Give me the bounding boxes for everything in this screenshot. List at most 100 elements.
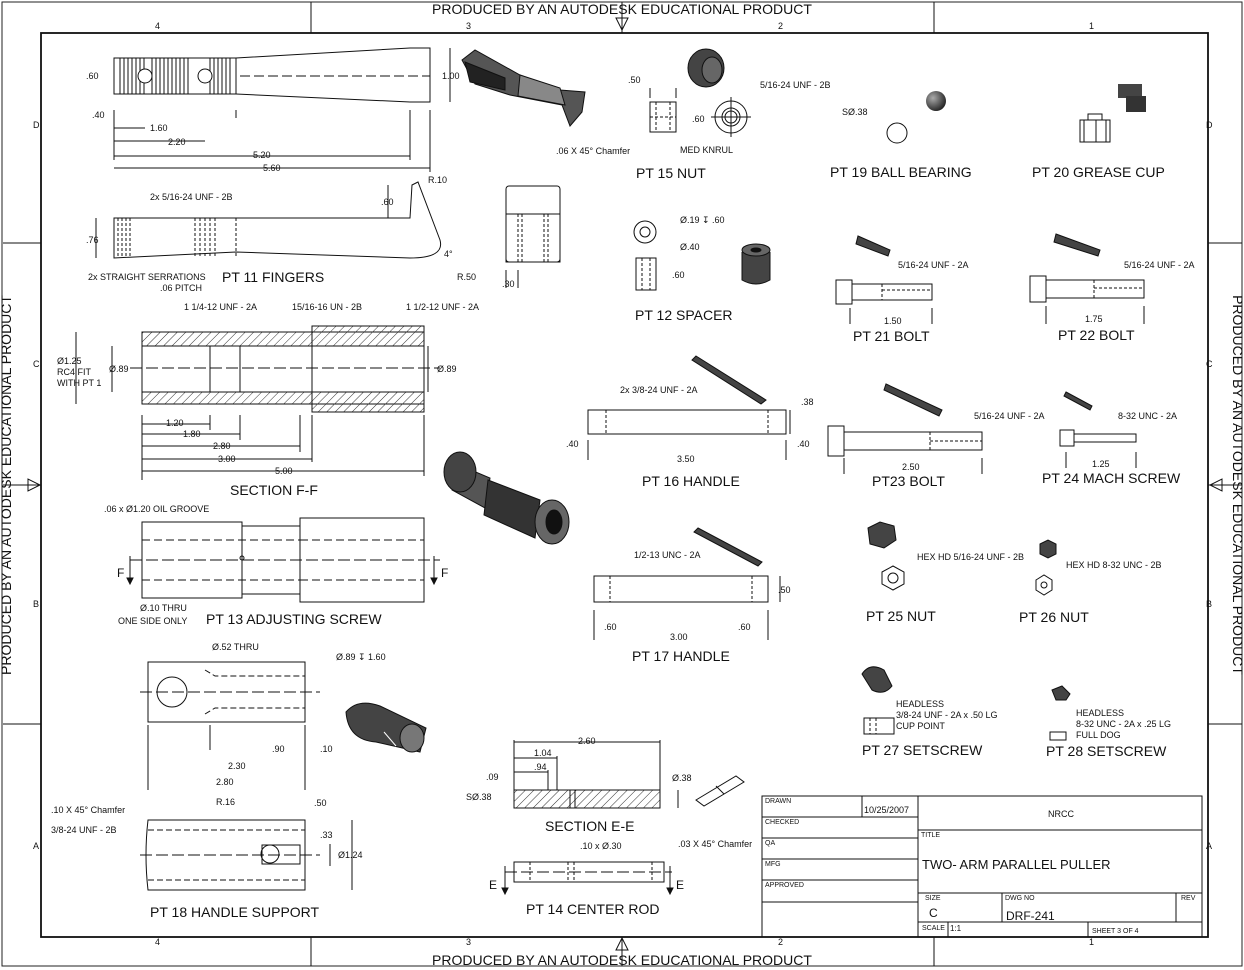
zone-col-top-1: 1 (1089, 21, 1094, 31)
dim-text: 3/8-24 UNF - 2A x .50 LG (896, 710, 998, 720)
dim-text: .60 (692, 114, 705, 124)
zone-row-left-A: A (33, 841, 39, 851)
dim-text: HEX HD 8-32 UNC - 2B (1066, 560, 1162, 570)
zone-row-right-A: A (1206, 841, 1212, 851)
section-marker: E (676, 878, 684, 892)
dim-text: 5.60 (263, 163, 281, 173)
dim-text: .10 X 45° Chamfer (51, 805, 125, 815)
dwg-number: DRF-241 (1006, 909, 1055, 923)
section-ff-label: SECTION F-F (230, 482, 318, 498)
dim-text: 3.50 (677, 454, 695, 464)
pt15-label: PT 15 NUT (636, 165, 706, 181)
zone-row-right-C: C (1206, 359, 1213, 369)
pt11-end-view (505, 185, 561, 288)
checked-label: CHECKED (765, 819, 799, 826)
pt17-handle-view (593, 527, 781, 640)
pt19-ball-iso (926, 91, 946, 111)
pt12-label: PT 12 SPACER (635, 307, 733, 323)
pt13-adjusting-screw-view (126, 517, 440, 603)
pt24-screw-view (1059, 391, 1137, 468)
dim-text: 1.20 (166, 418, 184, 428)
title-block (761, 795, 1203, 938)
dim-text: .38 (801, 397, 814, 407)
dim-text: Ø.89 (109, 364, 129, 374)
title-label: TITLE (921, 832, 940, 839)
dim-text: FULL DOG (1076, 730, 1121, 740)
zone-row-right-D: D (1206, 120, 1213, 130)
dim-text: 2x 5/16-24 UNF - 2B (150, 192, 233, 202)
dim-text: 1.50 (884, 316, 902, 326)
pt25-label: PT 25 NUT (866, 608, 936, 624)
dim-text: R.10 (428, 175, 447, 185)
dim-text: Ø.89 (437, 364, 457, 374)
pt11-label: PT 11 FINGERS (222, 269, 324, 285)
dim-text: 5.20 (253, 150, 271, 160)
watermark-top: PRODUCED BY AN AUTODESK EDUCATIONAL PROD… (432, 1, 812, 17)
pt27-dims: HEADLESS 3/8-24 UNF - 2A x .50 LG CUP PO… (896, 699, 998, 731)
pt20-label: PT 20 GREASE CUP (1032, 164, 1165, 180)
dim-text: Ø.19 ↧ .60 (680, 215, 725, 225)
dim-text: .50 (628, 75, 641, 85)
mfg-label: MFG (765, 861, 781, 868)
dim-text: .09 (486, 772, 499, 782)
pt16-label: PT 16 HANDLE (642, 473, 740, 489)
drawn-label: DRAWN (765, 798, 791, 805)
pt19-label: PT 19 BALL BEARING (830, 164, 972, 180)
dim-text: HEADLESS (1076, 708, 1124, 718)
dim-text: 2x 3/8-24 UNF - 2A (620, 385, 698, 395)
dim-text: .60 (672, 270, 685, 280)
dim-text: .40 (566, 439, 579, 449)
section-ee-label: SECTION E-E (545, 818, 634, 834)
zone-col-bottom-2: 2 (778, 937, 783, 947)
dim-text: .50 (778, 585, 791, 595)
dim-text: .50 (314, 798, 327, 808)
pt17-dims: 1/2-13 UNC - 2A .50 .60 .60 3.00 (604, 550, 791, 642)
dim-text: 2.60 (578, 736, 596, 746)
pt17-label: PT 17 HANDLE (632, 648, 730, 664)
dim-text: 15/16-16 UN - 2B (292, 302, 362, 312)
size-value: C (929, 906, 938, 920)
dim-text: 5/16-24 UNF - 2A (974, 411, 1045, 421)
pt23-bolt-view (827, 383, 983, 474)
pt27-setscrew-view (861, 666, 895, 735)
zone-row-left-B: B (33, 599, 39, 609)
dim-text: .03 X 45° Chamfer (678, 839, 752, 849)
zone-row-left-D: D (33, 120, 40, 130)
drawn-date: 10/25/2007 (864, 805, 909, 815)
pt26-nut-view (1035, 539, 1057, 596)
dim-text: R.16 (216, 797, 235, 807)
zone-col-bottom-1: 1 (1089, 937, 1094, 947)
dim-text: HEX HD 5/16-24 UNF - 2B (917, 552, 1024, 562)
dim-text: ONE SIDE ONLY (118, 616, 187, 626)
dim-text: .06 PITCH (160, 283, 202, 293)
dim-text: 3.00 (218, 454, 236, 464)
pt13-dims: .06 x Ø1.20 OIL GROOVE F F Ø.10 THRU ONE… (104, 504, 448, 626)
pt12-spacer-view (633, 220, 771, 291)
dim-text: SØ.38 (842, 107, 868, 117)
pt26-label: PT 26 NUT (1019, 609, 1089, 625)
pt15-nut-view (649, 48, 751, 137)
dim-text: 2.80 (216, 777, 234, 787)
section-marker: E (489, 878, 497, 892)
zone-row-right-B: B (1206, 599, 1212, 609)
dim-text: .06 X 45° Chamfer (556, 146, 630, 156)
dim-text: .94 (534, 762, 547, 772)
pt15-dims: .50 5/16-24 UNF - 2B .60 .06 X 45° Chamf… (556, 75, 831, 156)
pt28-setscrew-view (1049, 685, 1071, 741)
pt24-dims: 8-32 UNC - 2A 1.25 (1092, 411, 1177, 469)
dim-text: .60 (604, 622, 617, 632)
scale-value: 1:1 (950, 924, 962, 933)
dim-text: Ø1.24 (338, 850, 363, 860)
pt24-label: PT 24 MACH SCREW (1042, 470, 1181, 486)
dim-text: .60 (381, 197, 394, 207)
pt23-dims: 5/16-24 UNF - 2A 2.50 (902, 411, 1045, 472)
dim-text: .06 x Ø1.20 OIL GROOVE (104, 504, 209, 514)
dim-text: 2.50 (902, 462, 920, 472)
dim-text: .40 (92, 110, 105, 120)
drawing-title: TWO- ARM PARALLEL PULLER (922, 857, 1111, 872)
pt28-dims: HEADLESS 8-32 UNC - 2A x .25 LG FULL DOG (1076, 708, 1171, 740)
section-ee-view (501, 740, 745, 896)
watermark-left: PRODUCED BY AN AUTODESK EDUCATIONAL PROD… (0, 295, 14, 675)
